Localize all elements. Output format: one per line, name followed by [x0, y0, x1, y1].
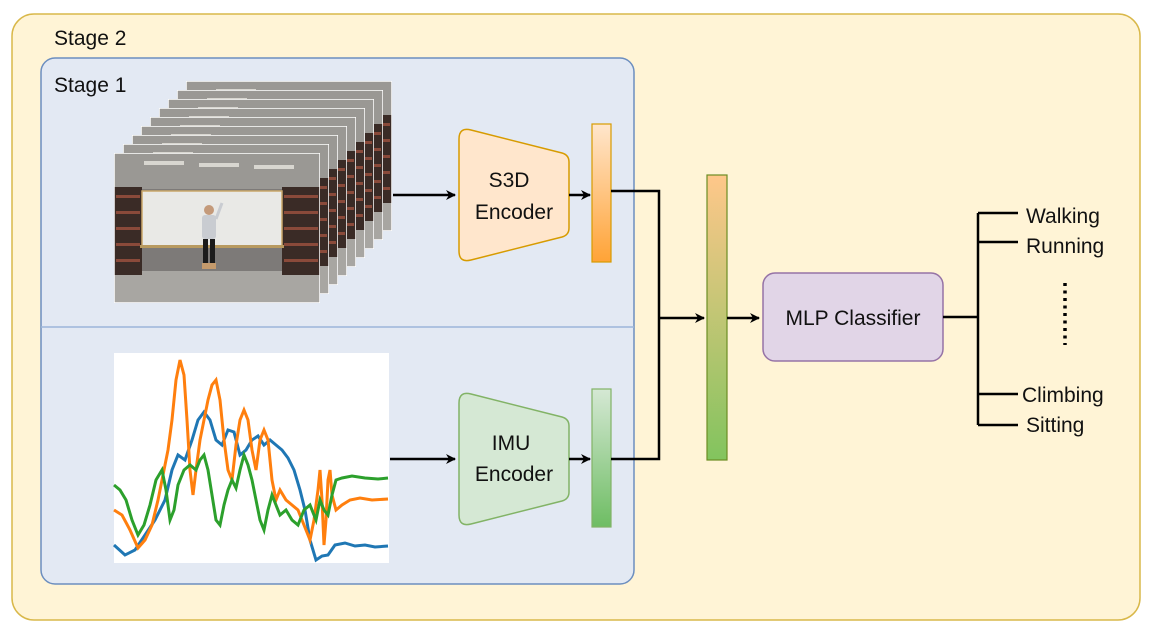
video-frame — [114, 153, 320, 303]
imu-encoder-label-line2: Encoder — [475, 463, 553, 486]
imu-feature-merge-line — [611, 318, 661, 461]
s3d-encoder-label-line2: Encoder — [475, 201, 553, 224]
stage2-label: Stage 2 — [54, 27, 126, 50]
video-feature-vector — [591, 123, 612, 263]
imu-signal-plot — [112, 353, 389, 563]
imu-signal-green — [113, 450, 389, 539]
imu-signal-orange — [113, 359, 389, 551]
s3d-encoder-label-line1: S3D — [489, 169, 530, 192]
imu-feature-vector — [591, 388, 612, 528]
class-running: Running — [1026, 235, 1104, 258]
imu-encoder-label-line1: IMU — [492, 432, 531, 455]
imu-encoder — [458, 392, 570, 526]
fused-feature-vector — [706, 174, 728, 461]
class-sitting: Sitting — [1026, 414, 1084, 437]
s3d-encoder — [458, 128, 570, 262]
stage1-label: Stage 1 — [54, 74, 126, 97]
mlp-classifier-label: MLP Classifier — [786, 307, 921, 330]
class-climbing: Climbing — [1022, 384, 1104, 407]
video-frame-stack — [114, 81, 392, 303]
video-feature-merge-line — [611, 189, 661, 318]
class-walking: Walking — [1026, 205, 1100, 228]
